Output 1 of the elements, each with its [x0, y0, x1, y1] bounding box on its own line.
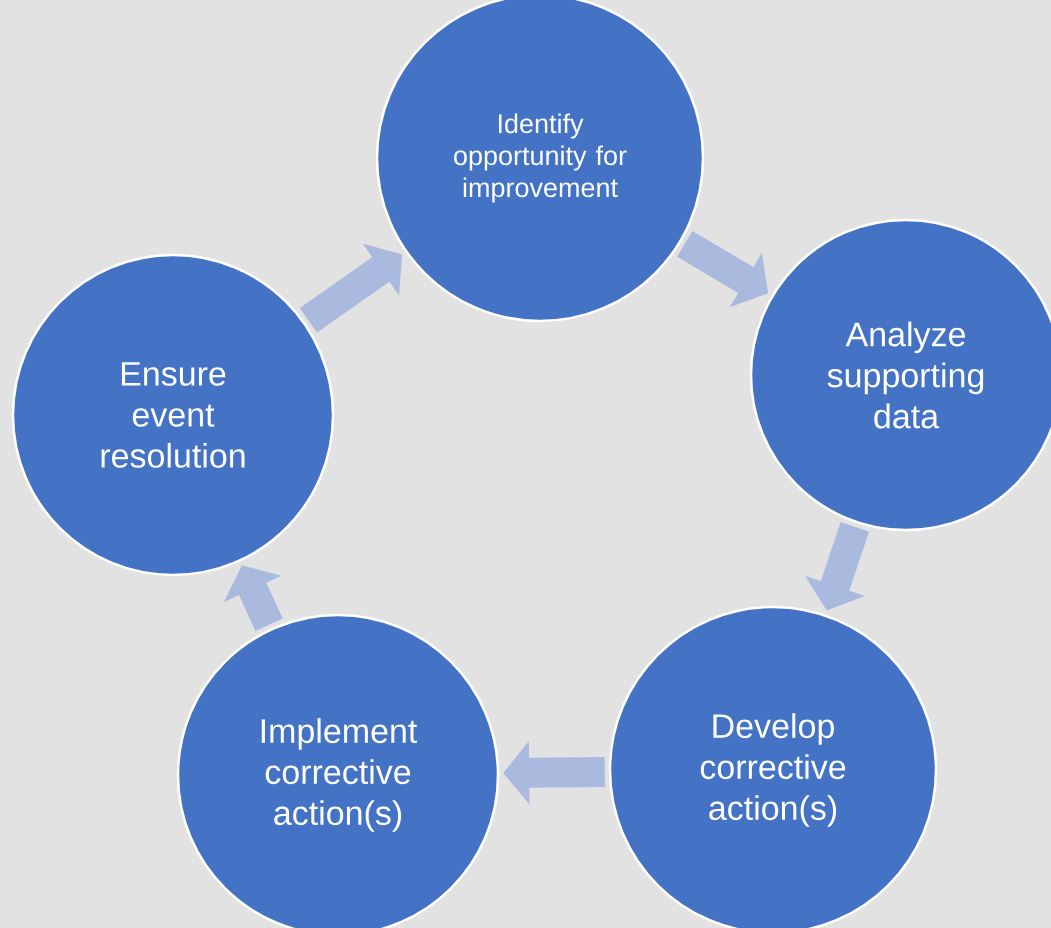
block-arrow — [223, 565, 283, 632]
